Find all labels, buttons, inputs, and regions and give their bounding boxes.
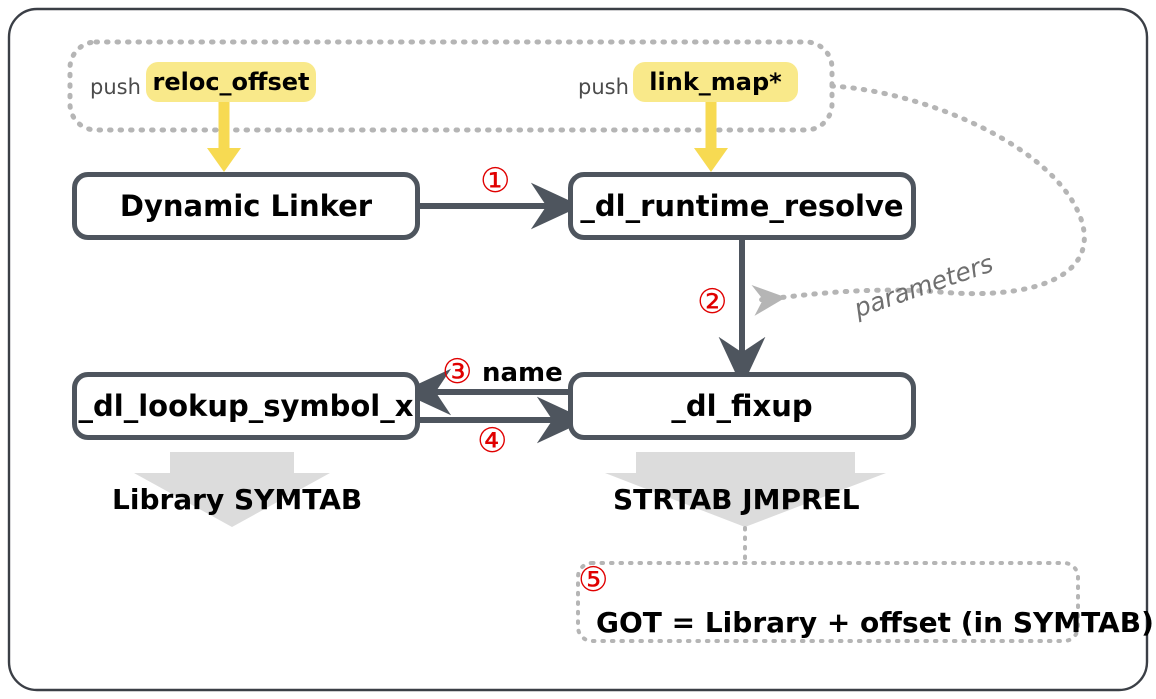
pill-reloc-offset[interactable]: reloc_offset <box>146 62 316 102</box>
pill-reloc-offset-label: reloc_offset <box>152 68 310 96</box>
node-dl-fixup-label: _dl_fixup <box>671 389 813 423</box>
pill-link-map-label: link_map* <box>649 68 782 96</box>
outer-frame <box>7 7 1149 692</box>
step-circle-3: ③ <box>442 352 473 392</box>
block-arrow-strtab-jmprel <box>605 452 886 527</box>
step-circle-2: ② <box>697 282 728 322</box>
push-label-left: push <box>90 75 141 99</box>
node-dl-runtime-resolve-label: _dl_runtime_resolve <box>580 189 904 223</box>
node-dl-lookup-symbol-x-label: _dl_lookup_symbol_x <box>78 389 414 423</box>
parameters-dotted-path <box>751 83 1087 316</box>
node-dl-runtime-resolve[interactable]: _dl_runtime_resolve <box>568 172 916 240</box>
yellow-arrow-left <box>207 100 241 172</box>
node-dl-fixup[interactable]: _dl_fixup <box>568 372 916 440</box>
block-arrow-right-caption: STRTAB JMPREL <box>613 483 860 516</box>
block-arrow-left-caption: Library SYMTAB <box>112 483 363 516</box>
node-dynamic-linker[interactable]: Dynamic Linker <box>72 172 420 240</box>
result-dotted-box <box>576 561 1080 643</box>
node-dl-lookup-symbol-x[interactable]: _dl_lookup_symbol_x <box>72 372 420 440</box>
block-arrow-library-symtab <box>134 452 330 527</box>
step-circle-5: ⑤ <box>578 560 609 600</box>
pill-link-map[interactable]: link_map* <box>633 62 798 102</box>
node-dynamic-linker-label: Dynamic Linker <box>119 189 373 223</box>
edge-label-name: name <box>482 358 563 388</box>
result-formula: GOT = Library + offset (in SYMTAB) <box>596 606 1154 639</box>
push-label-right: push <box>578 75 629 99</box>
yellow-arrow-right <box>694 100 728 172</box>
step-circle-1: ① <box>480 161 511 201</box>
step-circle-4: ④ <box>477 421 508 461</box>
